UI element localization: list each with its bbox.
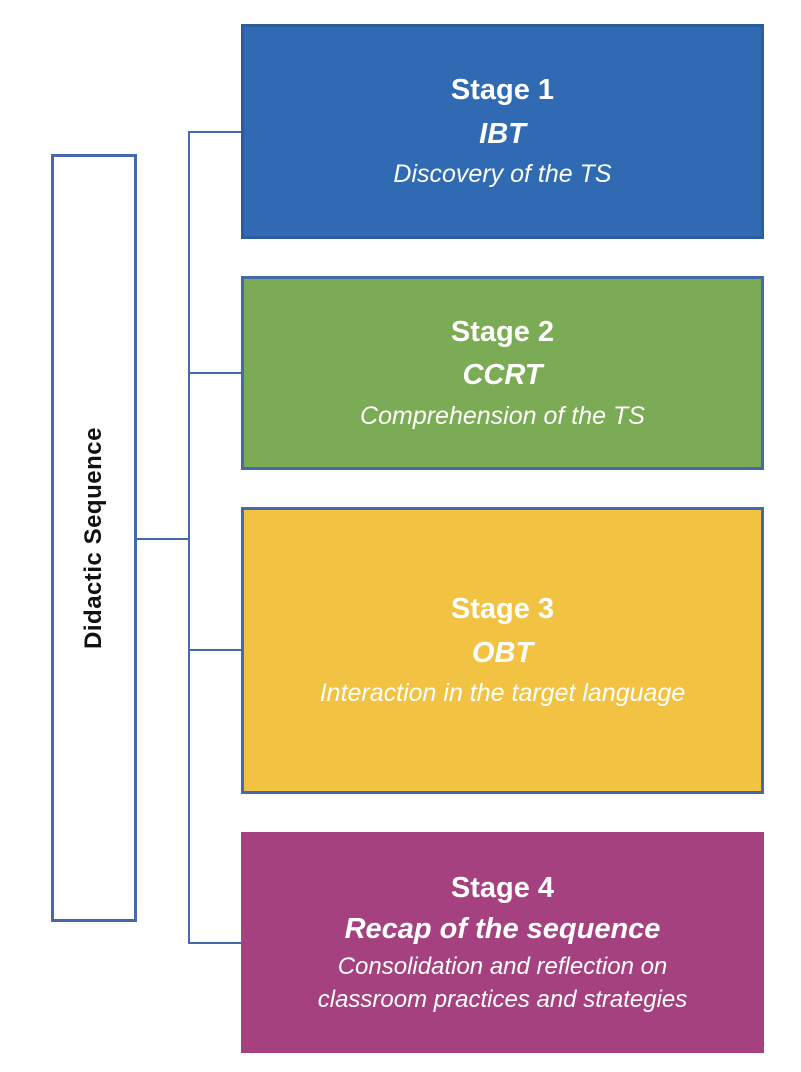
stage-4-title: Stage 4 [450,872,555,905]
stage-2-description: Comprehension of the TS [360,401,645,430]
stage-1-title: Stage 1 [450,74,555,107]
stage-4-box: Stage 4 Recap of the sequence Consolidat… [241,832,764,1053]
stage-2-title: Stage 2 [450,315,555,348]
connector-stub-stage-3 [190,649,242,651]
stage-4-description: Consolidation and reflection on classroo… [317,952,688,1014]
stage-1-acronym: IBT [479,117,526,150]
stage-3-acronym: OBT [471,636,534,669]
stage-3-description: Interaction in the target language [319,679,686,708]
connector-root-stub [137,538,189,540]
root-box: Didactic Sequence [51,154,137,922]
stage-1-description: Discovery of the TS [393,160,612,189]
stage-2-box: Stage 2 CCRT Comprehension of the TS [241,276,764,470]
stage-1-box: Stage 1 IBT Discovery of the TS [241,24,764,239]
root-label: Didactic Sequence [80,427,108,649]
stage-4-acronym: Recap of the sequence [344,912,661,945]
stage-3-title: Stage 3 [450,593,555,626]
stage-3-box: Stage 3 OBT Interaction in the target la… [241,507,764,794]
connector-stub-stage-1 [190,131,241,133]
connector-vertical-line [188,131,190,944]
connector-stub-stage-2 [190,372,241,374]
connector-stub-stage-4 [190,942,243,944]
stage-2-acronym: CCRT [462,359,543,392]
